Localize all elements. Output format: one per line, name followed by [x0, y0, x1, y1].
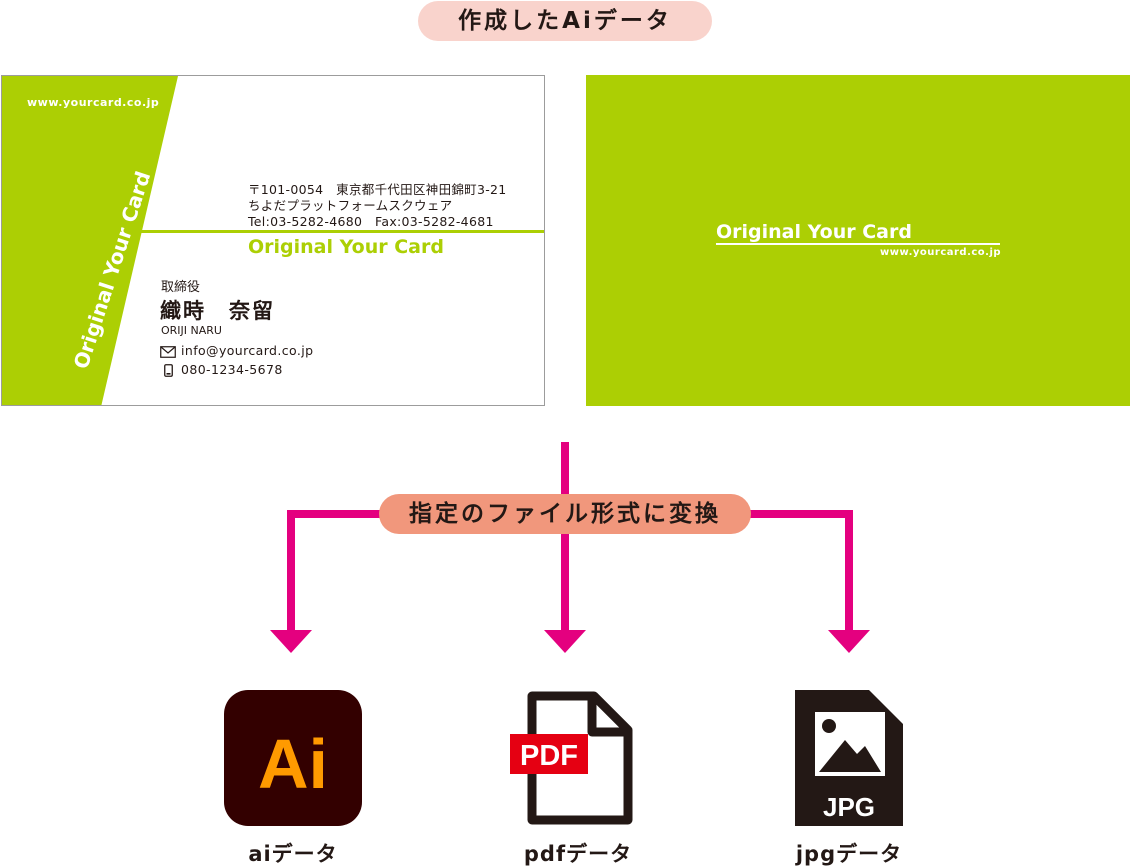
back-website: www.yourcard.co.jp — [880, 247, 1002, 258]
phone-number: 080-1234-5678 — [181, 362, 283, 377]
jpg-icon-text: JPG — [823, 792, 875, 822]
green-diagonal-band — [2, 76, 178, 405]
business-card-front: www.yourcard.co.jp Original Your Card 〒1… — [1, 75, 545, 406]
adobe-illustrator-icon: Ai — [224, 690, 362, 826]
pdf-file-icon: PDF — [510, 691, 633, 825]
green-divider-line — [141, 230, 544, 233]
job-title: 取締役 — [161, 280, 201, 295]
left-arrowhead — [270, 630, 312, 653]
source-data-label: 作成したAiデータ — [418, 1, 712, 41]
left-branch — [287, 510, 380, 632]
convert-format-label: 指定のファイル形式に変換 — [379, 494, 751, 534]
email-address: info@yourcard.co.jp — [181, 343, 314, 358]
mail-icon — [160, 346, 176, 358]
ai-icon-text: Ai — [258, 725, 328, 803]
right-arrowhead — [828, 630, 870, 653]
person-name-romaji: ORIJI NARU — [161, 324, 222, 337]
person-name: 織時 奈留 — [160, 299, 275, 323]
card-website: www.yourcard.co.jp — [27, 96, 160, 109]
jpg-data-label: jpgデータ — [795, 842, 903, 866]
address-line-1: 〒101-0054 東京都千代田区神田錦町3-21 — [248, 182, 507, 197]
mobile-phone-icon — [164, 364, 173, 377]
pdf-data-label: pdfデータ — [523, 842, 633, 866]
back-underline — [716, 243, 1000, 245]
business-card-back: Original Your Card www.yourcard.co.jp — [586, 75, 1130, 406]
center-arrowhead — [544, 630, 586, 653]
card-brand-name: Original Your Card — [248, 236, 444, 258]
pdf-icon-text: PDF — [520, 740, 578, 772]
back-brand-name: Original Your Card — [716, 221, 912, 243]
ai-data-label: aiデータ — [248, 842, 338, 866]
address-line-2: ちよだプラットフォームスクウェア — [248, 198, 453, 213]
right-branch — [750, 510, 853, 632]
address-line-3: Tel:03-5282-4680 Fax:03-5282-4681 — [248, 214, 494, 229]
jpg-file-icon: JPG — [795, 690, 903, 826]
card-front-graphics — [2, 76, 544, 405]
